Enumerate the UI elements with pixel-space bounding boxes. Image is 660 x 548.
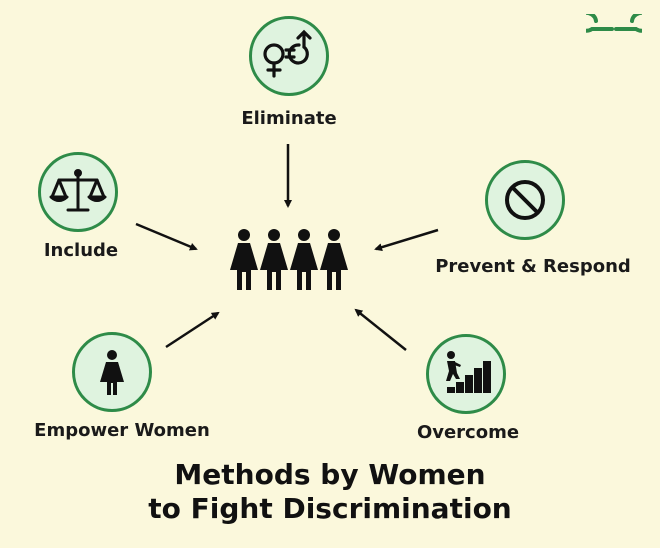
eliminate-label: Eliminate: [241, 108, 337, 129]
overcome-circle: [426, 334, 506, 414]
overcome-label: Overcome: [416, 422, 520, 443]
eliminate-circle: [249, 16, 329, 96]
arrow-prevent: [374, 228, 439, 252]
woman-icon: [100, 350, 124, 395]
title-line-1: Methods by Women: [174, 458, 486, 491]
arrow-overcome: [354, 308, 407, 351]
gfg-logo-icon: [586, 14, 642, 33]
include-circle: [38, 152, 118, 232]
prevent-label: Prevent & Respond: [435, 256, 631, 277]
arrow-empower: [165, 311, 220, 349]
include-label: Include: [43, 240, 119, 261]
gender-equality-icon: [263, 29, 312, 78]
four-women-icon: [230, 229, 348, 290]
title-line-2: to Fight Discrimination: [148, 492, 512, 525]
climbing-stairs-icon: [446, 351, 491, 393]
prohibited-icon: [505, 180, 545, 220]
scales-icon: [49, 169, 107, 212]
arrow-include: [135, 222, 198, 251]
empower-label: Empower Women: [34, 420, 210, 441]
prevent-circle: [485, 160, 565, 240]
empower-circle: [72, 332, 152, 412]
